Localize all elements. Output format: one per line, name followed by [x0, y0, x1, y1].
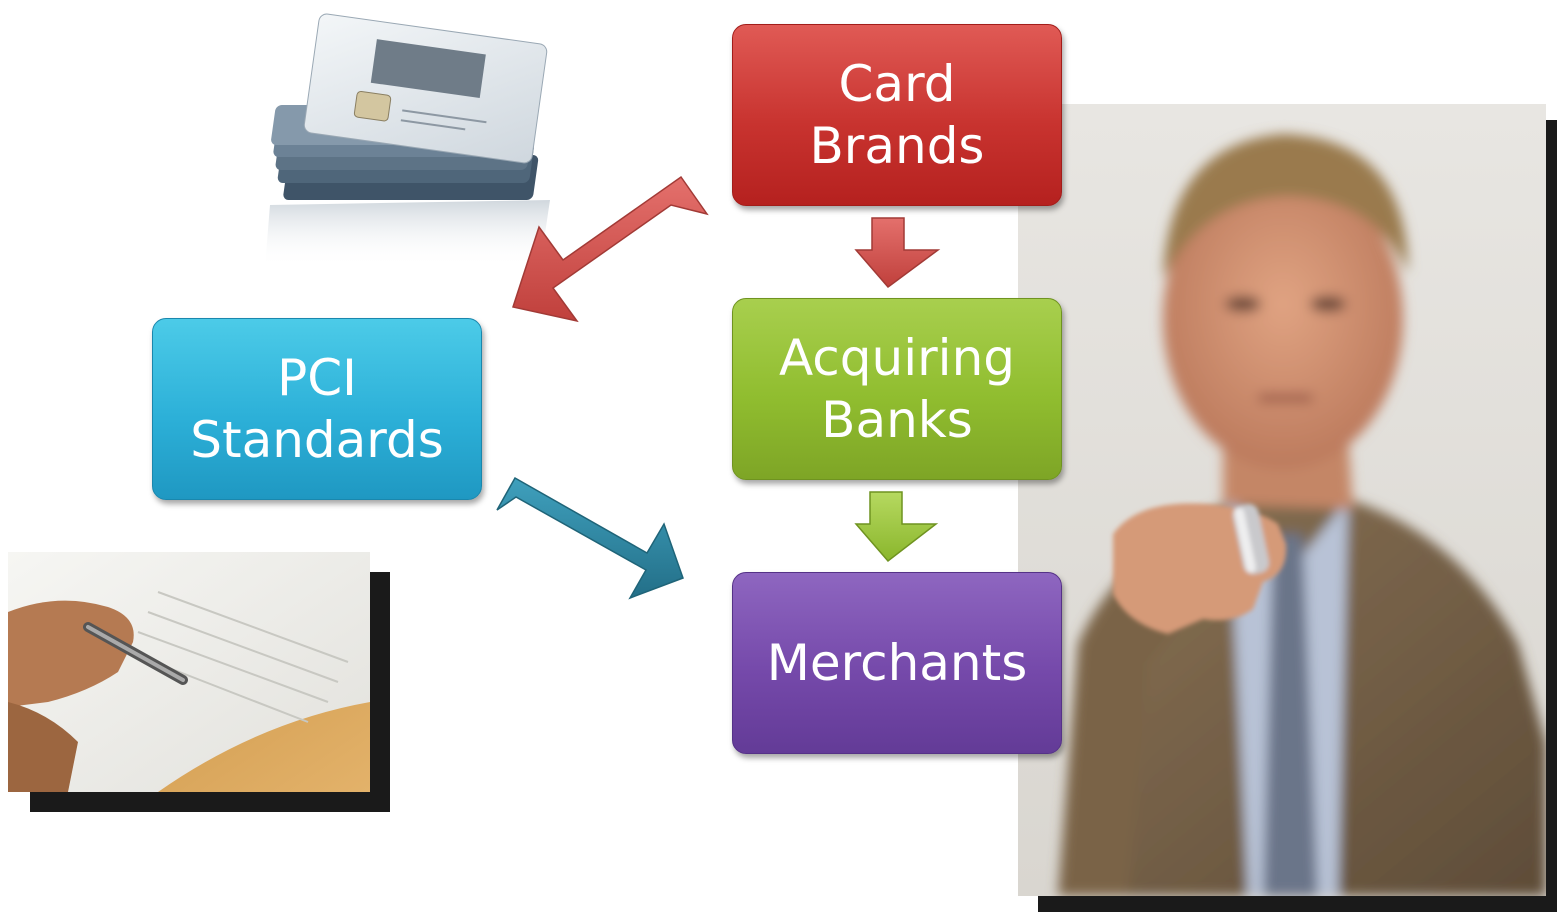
- card-brands-line1: Card: [838, 55, 956, 113]
- credit-cards-illustration: [265, 13, 550, 267]
- credit-cards-photo: [170, 5, 600, 267]
- pci-standards-node: PCI Standards: [152, 318, 482, 500]
- pci-standards-line1: PCI: [277, 349, 357, 407]
- card-brands-line2: Brands: [809, 117, 985, 175]
- arrow-card-brands-to-acquiring: [854, 217, 941, 289]
- merchants-line1: Merchants: [766, 634, 1028, 692]
- businessman-illustration: [1018, 104, 1546, 896]
- acquiring-banks-line2: Banks: [821, 391, 973, 449]
- pci-standards-line2: Standards: [190, 411, 444, 469]
- card-brands-node: Card Brands: [732, 24, 1062, 206]
- acquiring-banks-node: Acquiring Banks: [732, 298, 1062, 480]
- acquiring-banks-line1: Acquiring: [778, 329, 1015, 387]
- arrow-pci-to-merchants: [496, 476, 684, 600]
- businessman-photo: [1018, 104, 1546, 896]
- merchants-node: Merchants: [732, 572, 1062, 754]
- signing-document-photo: [8, 552, 370, 792]
- signing-document-illustration: [8, 552, 370, 792]
- arrow-card-brands-to-pci: [512, 175, 709, 323]
- arrow-acquiring-to-merchants: [854, 491, 939, 563]
